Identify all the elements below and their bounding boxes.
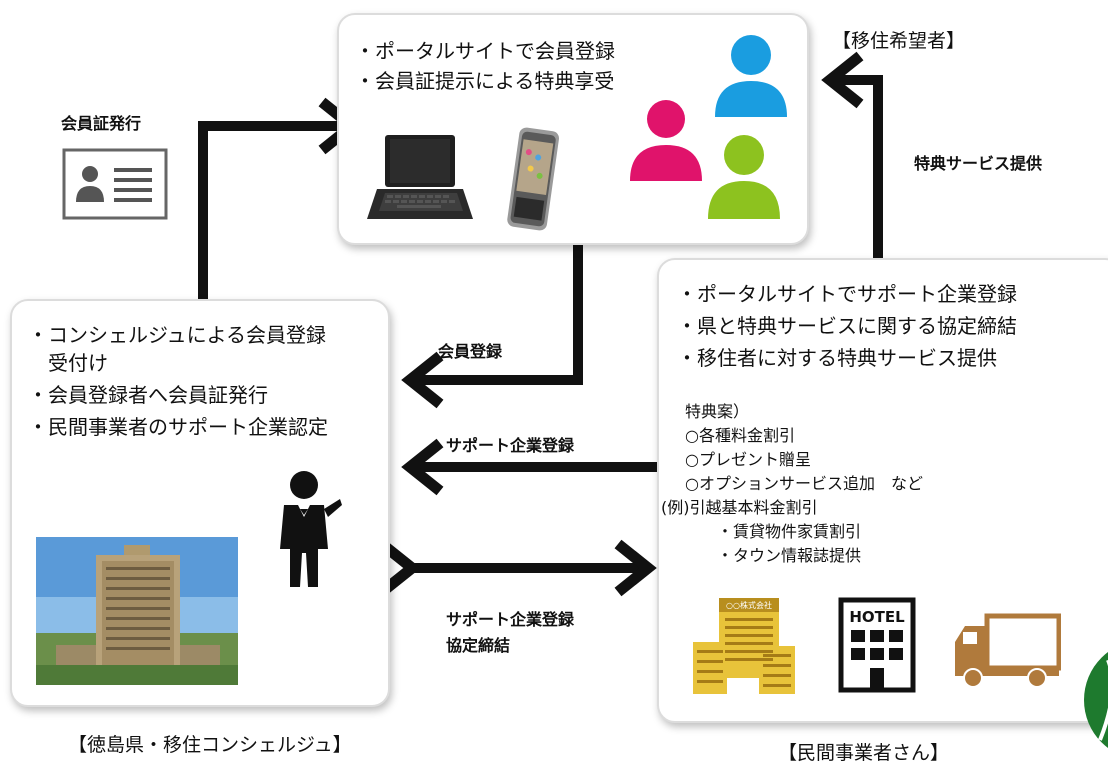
hotel-sign: HOTEL xyxy=(849,608,905,626)
label-support-agreement-1: サポート企業登録 xyxy=(446,610,575,629)
company-sign: ○○株式会社 xyxy=(726,600,772,610)
arrow-portal-to-concierge xyxy=(401,242,583,409)
business-detail-5: (例)引越基本料金割引 xyxy=(661,498,818,517)
concierge-line-4: ・民間事業者のサポート企業認定 xyxy=(28,415,328,439)
label-support-registration: サポート企業登録 xyxy=(446,436,575,455)
concierge-line-2: 受付け xyxy=(28,351,108,375)
person-icon xyxy=(630,100,702,181)
business-detail-4: ○オプションサービス追加 など xyxy=(685,474,923,493)
truck-icon xyxy=(955,613,1061,688)
concierge-box: ・コンシェルジュによる会員登録 受付け ・会員登録者へ会員証発行 ・民間事業者の… xyxy=(10,299,390,707)
concierge-line-1: ・コンシェルジュによる会員登録 xyxy=(28,323,326,347)
person-icon xyxy=(708,135,780,219)
person-icon xyxy=(715,35,787,117)
portal-box: ・ポータルサイトで会員登録 ・会員証提示による特典享受 xyxy=(337,13,809,245)
butler-icon xyxy=(280,471,342,587)
leaf-logo-icon xyxy=(1084,652,1108,748)
caption-concierge: 【徳島県・移住コンシェルジュ】 xyxy=(68,734,352,756)
smartphone-icon xyxy=(507,127,559,231)
concierge-line-3: ・会員登録者へ会員証発行 xyxy=(28,383,268,407)
business-line-3: ・移住者に対する特典サービス提供 xyxy=(677,346,997,370)
building-icon: ○○株式会社 xyxy=(693,598,795,694)
business-detail-7: ・タウン情報誌提供 xyxy=(685,546,862,565)
portal-line-1: ・ポータルサイトで会員登録 xyxy=(355,39,615,63)
business-detail-6: ・賃貸物件家賃割引 xyxy=(685,522,862,541)
caption-migrants: 【移住希望者】 xyxy=(832,30,966,52)
portal-line-2: ・会員証提示による特典享受 xyxy=(355,69,615,93)
business-box: ・ポータルサイトでサポート企業登録 ・県と特典サービスに関する協定締結 ・移住者… xyxy=(657,258,1108,723)
hotel-icon: HOTEL xyxy=(838,597,916,693)
laptop-icon xyxy=(367,135,473,219)
label-member-registration: 会員登録 xyxy=(438,342,503,361)
caption-business: 【民間事業者さん】 xyxy=(778,742,950,764)
business-detail-1: 特典案） xyxy=(685,402,750,421)
arrow-concierge-to-portal xyxy=(198,97,361,300)
business-detail-2: ○各種料金割引 xyxy=(685,426,795,445)
business-line-2: ・県と特典サービスに関する協定締結 xyxy=(677,314,1017,338)
id-card-icon xyxy=(62,148,168,220)
label-member-card-issue: 会員証発行 xyxy=(61,114,142,133)
business-line-1: ・ポータルサイトでサポート企業登録 xyxy=(677,282,1017,306)
label-support-agreement-2: 協定締結 xyxy=(446,636,511,655)
business-detail-3: ○プレゼント贈呈 xyxy=(685,450,811,469)
arrow-business-to-portal xyxy=(821,51,883,258)
label-benefit-service: 特典サービス提供 xyxy=(914,154,1043,173)
building-icon xyxy=(36,537,238,685)
